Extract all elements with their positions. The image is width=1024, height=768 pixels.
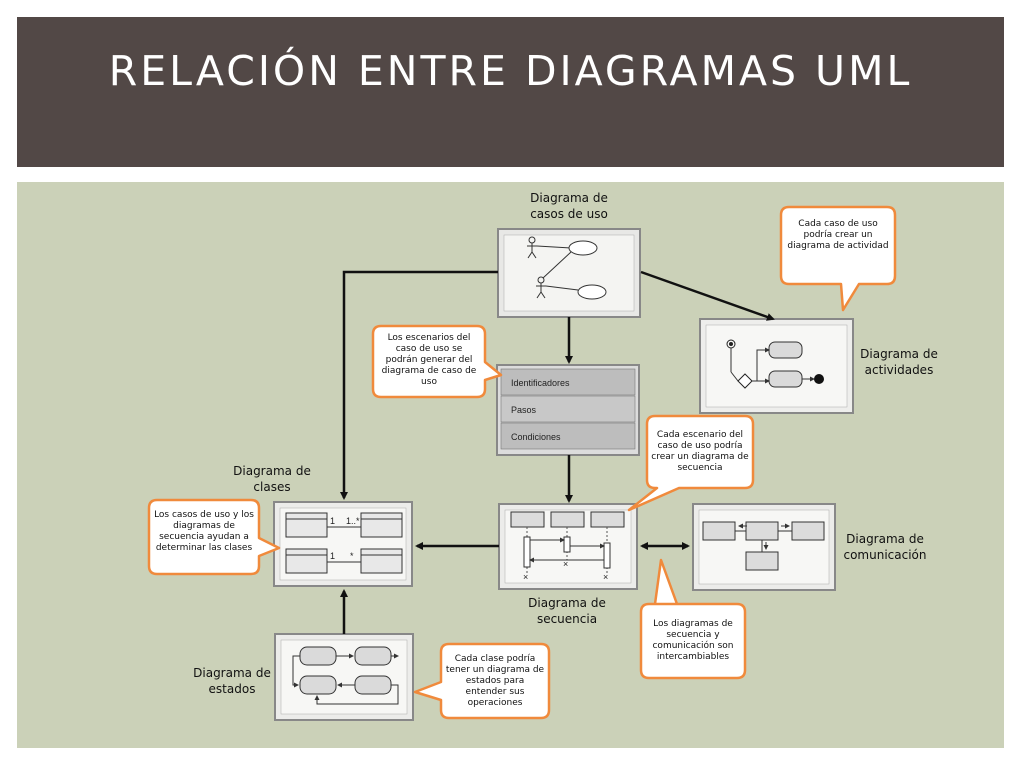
callout-estados-text: Cada clase podría tener un diagrama de e… — [445, 654, 545, 708]
scenario-row-identificadores: Identificadores — [511, 378, 570, 388]
svg-text:×: × — [523, 572, 528, 582]
use-case-ellipse-icon — [536, 240, 607, 300]
communication-diagram-thumbnail — [692, 503, 836, 591]
scenario-row-condiciones: Condiciones — [511, 432, 561, 442]
scenario-row-pasos: Pasos — [511, 405, 537, 415]
callout-escenarios-text: Los escenarios del caso de uso se podrán… — [381, 333, 477, 387]
decision-diamond-icon — [737, 373, 753, 389]
callout-clases-text: Los casos de uso y los diagramas de secu… — [154, 510, 254, 553]
label-comunicacion: Diagrama de comunicación — [843, 532, 927, 562]
callout-intercambiables-text: Los diagramas de secuencia y comunicació… — [652, 619, 734, 662]
arrow-usecase-to-class — [340, 270, 498, 500]
callout-clases-bubble — [147, 498, 281, 576]
label-casos-de-uso: Diagrama de casos de uso — [530, 191, 608, 221]
uml-relationship-diagram: Identificadores Pasos Condiciones — [147, 205, 897, 721]
callout-shapes — [147, 205, 897, 720]
callout-estados-bubble — [413, 642, 551, 720]
multiplicity-label: * — [350, 551, 354, 561]
label-secuencia: Diagrama de secuencia — [528, 596, 606, 626]
slide-title: RELACIÓN ENTRE DIAGRAMAS UML — [108, 47, 913, 95]
connector-arrows — [340, 270, 775, 634]
use-case-diagram-thumbnail — [497, 228, 641, 318]
callout-intercambiables-bubble — [639, 558, 747, 680]
callout-actividad-bubble — [779, 205, 897, 312]
label-clases: Diagrama de clases — [233, 464, 311, 494]
arrow-usecase-to-activity — [640, 270, 775, 321]
activity-diagram-thumbnail — [699, 318, 854, 414]
final-node-icon — [814, 374, 824, 384]
label-actividades: Diagrama de actividades — [860, 347, 938, 377]
label-estados: Diagrama de estados — [193, 666, 271, 696]
class-diagram-thumbnail: 1 1..* 1 * — [273, 501, 413, 587]
state-diagram-thumbnail — [274, 633, 414, 721]
callout-secuencia-bubble — [627, 414, 755, 512]
callout-actividad-text: Cada caso de uso podría crear un diagram… — [787, 219, 889, 251]
scenario-box: Identificadores Pasos Condiciones — [496, 364, 640, 456]
callout-secuencia-text: Cada escenario del caso de uso podría cr… — [651, 430, 749, 473]
content-area: Identificadores Pasos Condiciones — [17, 182, 1004, 748]
sequence-diagram-thumbnail: × × × — [498, 503, 638, 590]
svg-text:×: × — [603, 572, 608, 582]
title-bar: RELACIÓN ENTRE DIAGRAMAS UML — [17, 17, 1004, 167]
multiplicity-label: 1 — [330, 551, 335, 561]
actor-icon — [527, 236, 546, 299]
svg-text:×: × — [563, 559, 568, 569]
multiplicity-label: 1..* — [346, 516, 360, 526]
multiplicity-label: 1 — [330, 516, 335, 526]
callout-escenarios-bubble — [371, 324, 503, 399]
